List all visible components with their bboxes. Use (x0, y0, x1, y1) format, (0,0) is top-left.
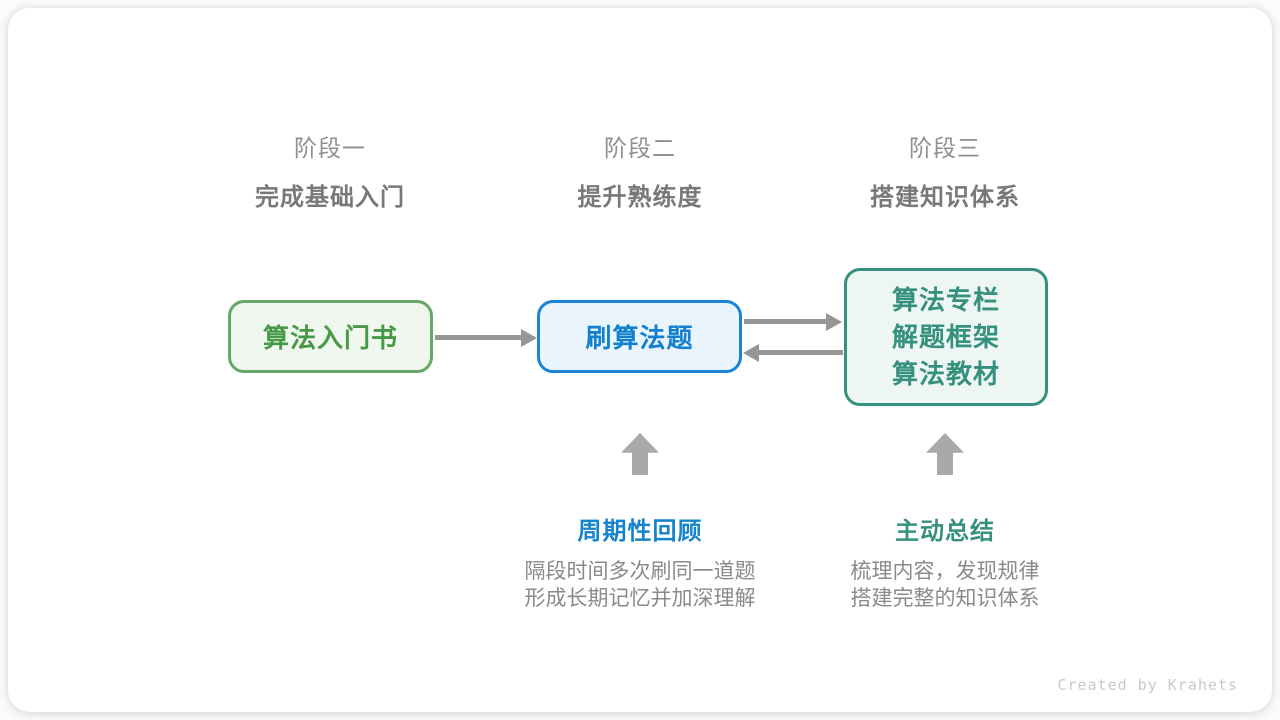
stage-2-label: 阶段二 (604, 135, 676, 161)
annotation-periodic-review-desc: 隔段时间多次刷同一道题 形成长期记忆并加深理解 (480, 558, 800, 612)
stage-3-label: 阶段三 (909, 135, 981, 161)
stage-3-subtitle: 搭建知识体系 (870, 184, 1020, 211)
annotation-active-summary-title: 主动总结 (895, 518, 995, 545)
annotation-periodic-review-desc-line-2: 形成长期记忆并加深理解 (524, 587, 756, 610)
annotation-active-summary-desc-line-1: 梳理内容，发现规律 (850, 560, 1040, 583)
node-knowledge-resources-line-2: 解题框架 (891, 321, 1000, 352)
node-problem-practice-label: 刷算法题 (585, 323, 694, 353)
arrow-right-node2-to-node3 (744, 319, 826, 324)
credit-text: Created by Krahets (1057, 676, 1238, 694)
annotation-active-summary-desc: 梳理内容，发现规律 搭建完整的知识体系 (785, 558, 1105, 612)
node-intro-book: 算法入门书 (228, 300, 433, 373)
stage-1-subtitle: 完成基础入门 (255, 184, 405, 211)
stage-1-label: 阶段一 (294, 135, 366, 161)
arrow-left-node3-to-node2 (759, 350, 843, 355)
arrow-right-node1-to-node2 (435, 335, 521, 340)
annotation-periodic-review-desc-line-1: 隔段时间多次刷同一道题 (524, 560, 756, 583)
node-knowledge-resources-line-3: 算法教材 (891, 358, 1000, 389)
annotation-active-summary-desc-line-2: 搭建完整的知识体系 (850, 587, 1040, 610)
node-problem-practice: 刷算法题 (537, 300, 742, 373)
node-knowledge-resources-line-1: 算法专栏 (891, 284, 1000, 315)
annotation-periodic-review-title: 周期性回顾 (577, 518, 703, 545)
stage-2-subtitle: 提升熟练度 (577, 184, 703, 211)
node-intro-book-label: 算法入门书 (262, 323, 398, 353)
node-knowledge-resources: 算法专栏 解题框架 算法教材 (844, 268, 1048, 406)
